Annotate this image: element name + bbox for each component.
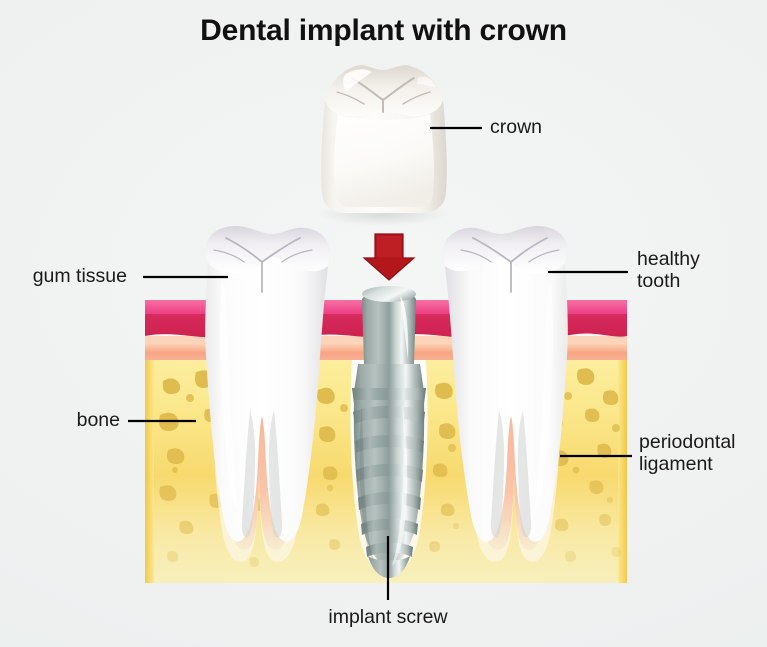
crown-highlight [343,69,372,92]
label-bone: bone [76,409,120,431]
label-implant-screw: implant screw [328,606,448,628]
placement-arrow [362,233,416,281]
bone-trabeculae-mid [315,382,459,552]
page-title: Dental implant with crown [200,14,567,47]
implant-abutment-highlight [400,296,409,360]
tooth-right-body [443,225,568,542]
implant-highlight [392,404,408,566]
tooth-left-body [205,225,330,542]
bone-edge-right [618,360,627,583]
implant-collar [354,364,424,392]
healthy-tooth-right [443,225,568,562]
label-crown: crown [490,116,543,138]
crown-inner-face [334,114,434,207]
implant-shadow [359,404,374,562]
crown-fissures [336,77,431,113]
crown-highlight-2 [417,76,436,88]
implant-thread-1 [353,406,425,424]
leader-lines [128,126,632,600]
crown-part [319,65,447,226]
implant-abutment-top [362,286,416,302]
label-healthy-tooth: healthy tooth [637,248,700,292]
label-periodontal-ligament: periodontal ligament [639,431,736,475]
healthy-tooth-left [205,225,330,562]
arrow-shaft-highlight [377,236,401,257]
tooth-left-canal-2 [268,410,283,538]
tooth-left-highlight [220,280,238,508]
tooth-right-canal-2 [490,410,505,538]
tooth-right-fissures [460,237,560,293]
tooth-left-fissures [213,237,313,293]
implant-thread-6 [366,542,413,557]
label-gum-tissue: gum tissue [32,265,127,287]
tooth-right-highlight [535,280,553,508]
tooth-left-canal-1 [241,410,256,538]
tooth-right-canal-1 [517,410,532,538]
implant-screw [350,286,428,578]
implant-thread-2 [355,435,424,453]
bone-edge-left [145,360,154,583]
